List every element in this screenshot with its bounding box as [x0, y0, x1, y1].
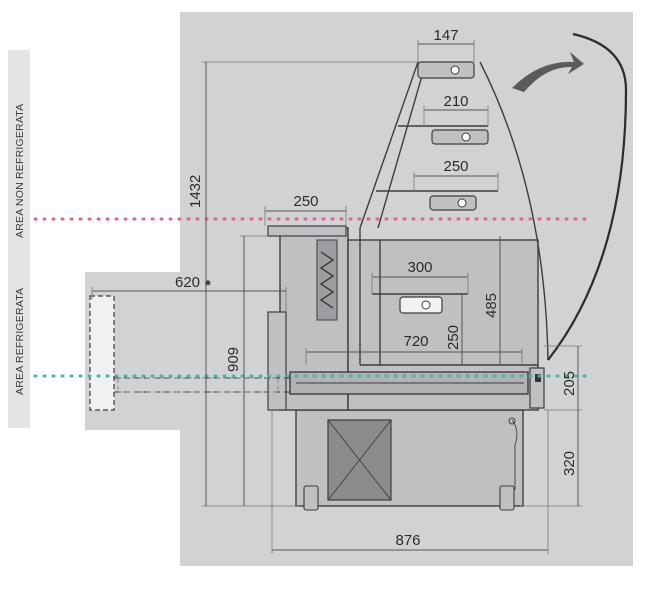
dim-label-250-vertical: 250: [445, 325, 462, 350]
light-lens: [457, 198, 467, 208]
dim-label-210: 210: [443, 93, 468, 110]
shelf-support-inner: [377, 61, 427, 229]
shelf-light-lower: [399, 296, 443, 314]
shelf-light-top: [417, 61, 475, 79]
drain-pipe: [511, 419, 518, 490]
area-label-band: [8, 50, 30, 428]
shelf-light-3: [429, 195, 477, 211]
opening-arrow-icon: [512, 52, 584, 92]
service-shelf: [267, 225, 347, 237]
dim-label-485: 485: [483, 293, 500, 318]
front-light: [535, 374, 541, 382]
front-glass: [479, 61, 549, 361]
compressor-cross-line: [327, 419, 392, 501]
dim-label-909: 909: [225, 347, 242, 372]
dim-label-1432: 1432: [187, 175, 204, 208]
light-lens: [450, 65, 460, 75]
shelf-support-outer: [359, 61, 419, 229]
dim-label-720: 720: [403, 333, 428, 350]
dim-label-205: 205: [561, 371, 578, 396]
dim-label-876: 876: [395, 532, 420, 549]
dim-label-620: 620: [175, 274, 200, 291]
label-area-non-refrigerata: AREA NON REFRIGERATA: [14, 104, 26, 238]
drawer-tray: [117, 377, 279, 393]
light-lens: [461, 132, 471, 142]
dim-marker-asterisk: *: [205, 277, 211, 294]
drain-fitting: [508, 417, 516, 425]
dim-label-250-shelf: 250: [443, 158, 468, 175]
dim-label-320: 320: [561, 451, 578, 476]
rear-door: [267, 311, 287, 411]
dim-label-147: 147: [433, 27, 458, 44]
label-area-refrigerata: AREA REFRIGERATA: [14, 288, 26, 395]
foot-right: [499, 485, 515, 511]
foot-left: [303, 485, 319, 511]
evaporator-coil: [319, 251, 335, 309]
dim-label-300: 300: [407, 259, 432, 276]
shelf-light-2: [431, 129, 489, 145]
drawer-front: [89, 295, 115, 411]
light-lens: [421, 300, 431, 310]
dim-label-250-service: 250: [293, 193, 318, 210]
opening-front-glass: [547, 32, 628, 361]
